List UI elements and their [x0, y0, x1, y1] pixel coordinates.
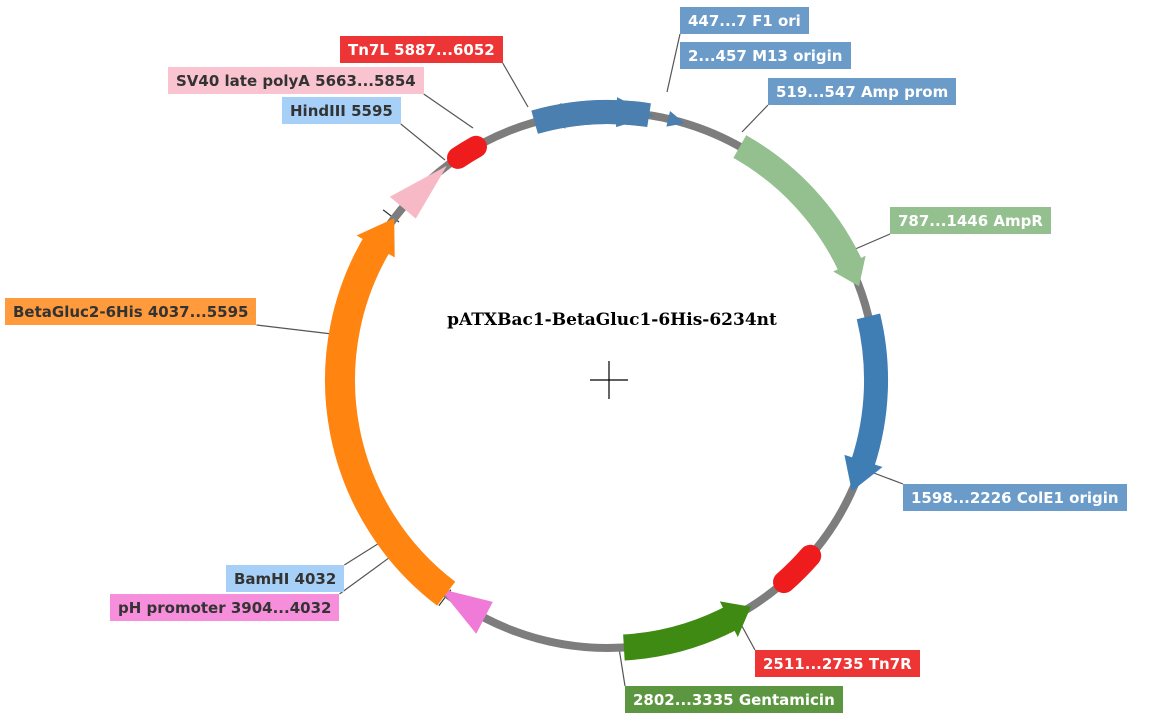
amp-prom-leader-line [741, 104, 769, 133]
ampr-leader-line [852, 233, 891, 251]
bamhi-label[interactable]: BamHI 4032 [226, 565, 344, 592]
cole1-arc [851, 313, 889, 468]
sv40-label-text: SV40 late polyA 5663...5854 [176, 72, 416, 90]
betagluc-leader-line [256, 324, 333, 335]
amp-prom-label-bg [768, 78, 956, 105]
ampr-arrowhead [833, 255, 866, 287]
f1-ori-label[interactable]: 447...7 F1 ori [680, 7, 809, 34]
cole1-arrowhead [844, 454, 883, 492]
f1-ori-label-text: 447...7 F1 ori [688, 12, 801, 30]
tn7l-label-text: Tn7L 5887...6052 [348, 41, 495, 59]
amp-prom-label-text: 519...547 Amp prom [776, 83, 948, 101]
betagluc-label-text: BetaGluc2-6His 4037...5595 [13, 303, 248, 321]
sv40-label[interactable]: SV40 late polyA 5663...5854 [168, 67, 424, 94]
gentamicin-label-text: 2802...3335 Gentamicin [633, 691, 835, 709]
hindiii-label-bg [282, 97, 401, 124]
m13-origin-label-bg [680, 42, 851, 69]
ampr-label[interactable]: 787...1446 AmpR [890, 207, 1051, 234]
bamhi-label-text: BamHI 4032 [234, 570, 336, 588]
tn7l-leader-line [502, 62, 529, 108]
betagluc-label[interactable]: BetaGluc2-6His 4037...5595 [5, 298, 256, 325]
ph-promoter-label-text: pH promoter 3904...4032 [118, 599, 331, 617]
gentamicin-arc [622, 603, 743, 661]
gentamicin-arrowhead [719, 601, 751, 638]
m13-origin-arc [531, 100, 651, 134]
ampr-label-text: 787...1446 AmpR [898, 212, 1043, 230]
m13-origin-label[interactable]: 2...457 M13 origin [680, 42, 851, 69]
ph-promoter-label[interactable]: pH promoter 3904...4032 [110, 594, 339, 621]
bamhi-label-bg [226, 565, 344, 592]
gentamicin-label[interactable]: 2802...3335 Gentamicin [625, 686, 843, 713]
hindiii-leader-line [400, 123, 446, 161]
tn7r-label-bg [755, 650, 920, 677]
tn7l-marker [447, 135, 487, 169]
ph-promoter-label-bg [110, 594, 339, 621]
tn7r-marker [773, 544, 822, 594]
betagluc-arc [324, 231, 456, 606]
tn7l-label[interactable]: Tn7L 5887...6052 [340, 36, 503, 63]
plasmid-title: pATXBac1-BetaGluc1-6His-6234nt [447, 310, 777, 330]
cole1-label[interactable]: 1598...2226 ColE1 origin [903, 484, 1127, 511]
f1-ori-leader-line [666, 33, 681, 93]
feature-labels: 447...7 F1 ori 2...457 M13 origin 519...54… [5, 7, 1127, 713]
cole1-label-text: 1598...2226 ColE1 origin [911, 489, 1119, 507]
betagluc-label-bg [5, 298, 256, 325]
ph-promoter-leader-line [339, 551, 398, 595]
tn7l-label-bg [340, 36, 503, 63]
tn7r-label-text: 2511...2735 Tn7R [763, 655, 912, 673]
cole1-label-bg [903, 484, 1127, 511]
amp-prom-label[interactable]: 519...547 Amp prom [768, 78, 956, 105]
center-crosshair-icon [590, 361, 628, 399]
sv40-label-bg [168, 67, 424, 94]
hindiii-label[interactable]: HindIII 5595 [282, 97, 401, 124]
hindiii-label-text: HindIII 5595 [290, 102, 393, 120]
gentamicin-label-bg [625, 686, 843, 713]
betagluc-arrowhead [356, 218, 395, 258]
m13-origin-label-text: 2...457 M13 origin [688, 47, 843, 65]
ampr-label-bg [890, 207, 1051, 234]
sv40-leader-line [423, 93, 474, 129]
gentamicin-leader-line [618, 647, 626, 687]
amp-prom-arrowhead [666, 111, 685, 127]
feature-arcs [324, 97, 889, 661]
ampr-arc [733, 135, 863, 272]
sv40-arrowhead [389, 165, 447, 219]
f1-ori-label-bg [680, 7, 809, 34]
tn7r-label[interactable]: 2511...2735 Tn7R [755, 650, 920, 677]
ph-promoter-arrowhead [439, 588, 493, 634]
